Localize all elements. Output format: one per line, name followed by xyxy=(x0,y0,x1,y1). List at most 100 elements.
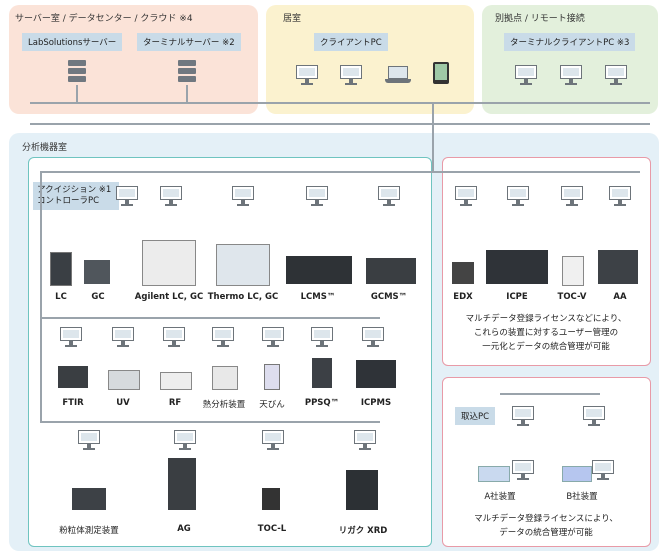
labsolutions-server-label: LabSolutionsサーバー xyxy=(22,33,123,51)
client-pc-label: クライアントPC xyxy=(314,33,388,51)
controller-pc-icon xyxy=(507,186,529,206)
company-a-instrument-icon xyxy=(478,466,510,482)
labsolutions-server-icon xyxy=(68,60,86,84)
import-pc-icon xyxy=(583,406,605,426)
remote-pc-icon xyxy=(515,65,537,85)
controller-pc-icon xyxy=(232,186,254,206)
instrument-label: ICPE xyxy=(506,292,528,302)
remote-pc-icon xyxy=(605,65,627,85)
company-a-label: A社装置 xyxy=(484,492,516,502)
instrument-label: PPSQ™ xyxy=(304,398,340,408)
lab-row1-line xyxy=(40,171,640,173)
controller-pc-icon xyxy=(311,327,333,347)
balance-instrument-icon xyxy=(264,364,280,390)
server-room-title: サーバー室 / データセンター / クラウド ※4 xyxy=(15,14,193,24)
remote-title: 別拠点 / リモート接続 xyxy=(495,14,585,24)
toc-l-instrument-icon xyxy=(262,488,280,510)
lab-title: 分析機器室 xyxy=(22,143,68,153)
controller-pc-icon xyxy=(116,186,138,206)
import-note-2: データの統合管理が可能 xyxy=(499,528,593,538)
acquisition-controller-label: アクイジション ※1 コントローラPC xyxy=(33,182,119,210)
instrument-label: TOC-L xyxy=(257,524,287,534)
instrument-label: FTIR xyxy=(62,398,84,408)
thermal-instrument-icon xyxy=(212,366,238,390)
instrument-label: TOC-V xyxy=(557,292,587,302)
controller-pc-icon xyxy=(354,430,376,450)
ppsq-instrument-icon xyxy=(312,358,332,388)
lab-drop xyxy=(432,124,434,172)
multi-reg-note-2: これらの装置に対するユーザー管理の xyxy=(473,328,619,338)
client-pc-icon xyxy=(340,65,362,85)
instrument-label: ICPMS xyxy=(360,398,392,408)
terminal-client-pc-label: ターミナルクライアントPC ※3 xyxy=(504,33,636,51)
ftir-instrument-icon xyxy=(58,366,88,388)
ag-instrument-icon xyxy=(168,458,196,510)
lab-row3-line xyxy=(40,421,380,423)
controller-pc-icon xyxy=(609,186,631,206)
multi-reg-note-3: 一元化とデータの統合管理が可能 xyxy=(482,342,610,352)
instrument-label: AG xyxy=(177,524,191,534)
company-a-pc-icon xyxy=(512,460,534,480)
import-line xyxy=(500,393,600,395)
instrument-label: LC xyxy=(55,292,67,302)
top-backbone xyxy=(30,102,650,104)
office-zone xyxy=(266,5,474,114)
controller-pc-icon xyxy=(112,327,134,347)
instrument-label: LCMS™ xyxy=(300,292,336,302)
client-pc-icon xyxy=(296,65,318,85)
agilent-instrument-icon xyxy=(142,240,196,286)
toc-v-instrument-icon xyxy=(562,256,584,286)
instrument-label: RF xyxy=(168,398,182,408)
controller-pc-icon xyxy=(362,327,384,347)
instrument-label: 熱分析装置 xyxy=(202,400,246,410)
gc-instrument-icon xyxy=(84,260,110,284)
remote-pc-icon xyxy=(560,65,582,85)
instrument-label: GCMS™ xyxy=(370,292,408,302)
import-pc-icon xyxy=(512,406,534,426)
uv-instrument-icon xyxy=(108,370,140,390)
icpms-instrument-icon xyxy=(356,360,396,388)
controller-pc-icon xyxy=(163,327,185,347)
controller-pc-icon xyxy=(174,430,196,450)
instrument-label: UV xyxy=(116,398,130,408)
instrument-label: リガク XRD xyxy=(338,526,388,536)
controller-pc-icon xyxy=(561,186,583,206)
instrument-label: AA xyxy=(613,292,627,302)
lab-row2-line xyxy=(40,317,380,319)
instrument-label: Agilent LC, GC xyxy=(134,292,204,302)
office-title: 居室 xyxy=(283,14,302,24)
instrument-label: GC xyxy=(91,292,105,302)
controller-pc-icon xyxy=(306,186,328,206)
company-b-label: B社装置 xyxy=(566,492,598,502)
company-b-pc-icon xyxy=(592,460,614,480)
multi-reg-note-1: マルチデータ登録ライセンスなどにより、 xyxy=(465,314,627,324)
instrument-label: EDX xyxy=(453,292,473,302)
main-trunk xyxy=(432,103,434,128)
server-room-zone xyxy=(9,5,258,114)
controller-pc-icon xyxy=(160,186,182,206)
remote-zone xyxy=(482,5,658,114)
xrd-instrument-icon xyxy=(346,470,378,510)
gcms-instrument-icon xyxy=(366,258,416,284)
server-drop-1 xyxy=(76,85,78,102)
thermo-instrument-icon xyxy=(216,244,270,286)
import-box xyxy=(442,377,651,547)
lcms-instrument-icon xyxy=(286,256,352,284)
terminal-server-icon xyxy=(178,60,196,84)
lab-backbone xyxy=(30,123,650,125)
controller-pc-icon xyxy=(455,186,477,206)
import-note-1: マルチデータ登録ライセンスにより、 xyxy=(474,514,618,524)
instrument-label: 粉粒体測定装置 xyxy=(59,526,119,536)
controller-pc-icon xyxy=(378,186,400,206)
laptop-icon xyxy=(385,66,411,84)
server-drop-2 xyxy=(186,85,188,102)
controller-pc-icon xyxy=(262,327,284,347)
terminal-server-label: ターミナルサーバー ※2 xyxy=(137,33,241,51)
edx-instrument-icon xyxy=(452,262,474,284)
tablet-icon xyxy=(433,62,449,84)
rf-instrument-icon xyxy=(160,372,192,390)
lc-instrument-icon xyxy=(50,252,72,286)
controller-pc-icon xyxy=(60,327,82,347)
controller-pc-icon xyxy=(78,430,100,450)
controller-pc-icon xyxy=(212,327,234,347)
